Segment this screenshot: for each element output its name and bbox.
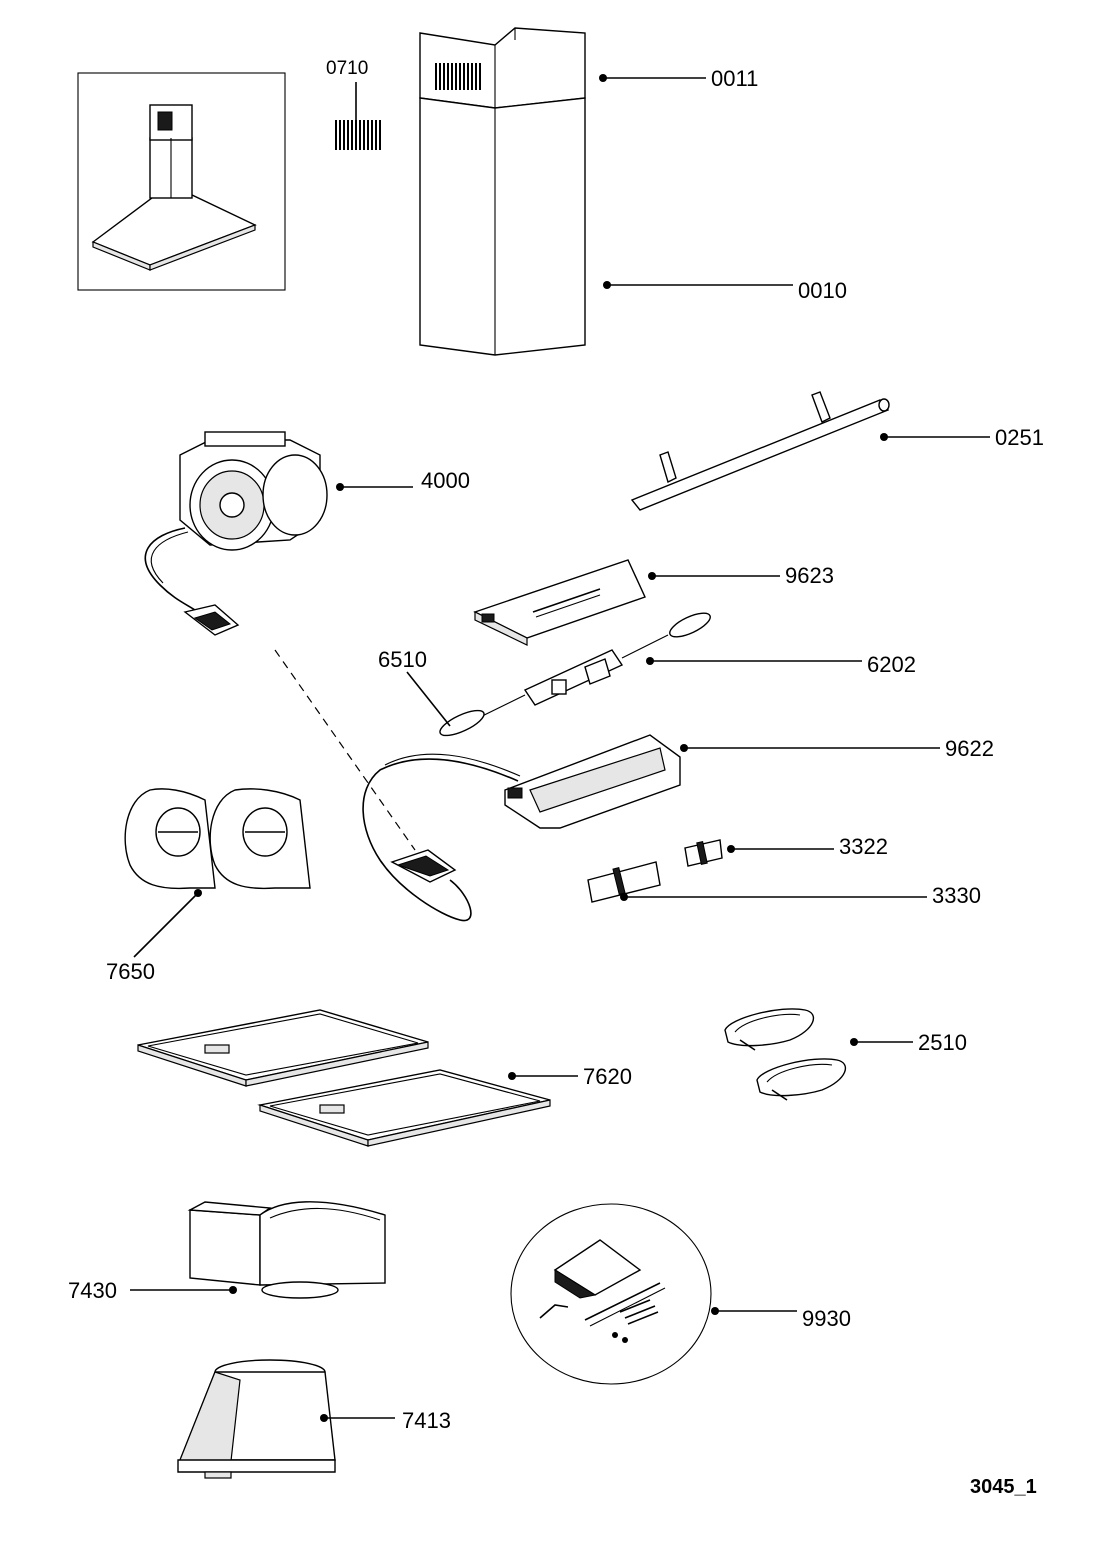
part-6202-lamp-switch-board: 6202 bbox=[469, 612, 916, 723]
label-0010: 0010 bbox=[798, 278, 847, 303]
label-6510: 6510 bbox=[378, 647, 427, 672]
label-4000: 4000 bbox=[421, 468, 470, 493]
label-0710: 0710 bbox=[326, 58, 368, 79]
part-3322-switch-label: 3322 bbox=[684, 834, 888, 867]
part-9622-electronic-housing: 9622 bbox=[362, 734, 994, 922]
part-3330-switch-label: 3330 bbox=[587, 861, 981, 908]
label-0251: 0251 bbox=[995, 425, 1044, 450]
hood-overview-thumbnail bbox=[77, 72, 286, 291]
part-7650-charcoal-filters: 7650 bbox=[106, 788, 311, 984]
part-7413-transition-piece: 7413 bbox=[177, 1359, 451, 1479]
part-4000-motor-blower: 4000 bbox=[144, 431, 470, 851]
part-9623-control-cover: 9623 bbox=[473, 559, 834, 646]
part-0011-upper-chimney: 0011 bbox=[419, 27, 758, 109]
part-6510-halogen-lamp: 6510 bbox=[378, 647, 485, 737]
label-3330: 3330 bbox=[932, 883, 981, 908]
part-7430-duct-adapter: 7430 bbox=[68, 1201, 386, 1303]
part-0010-lower-chimney: 0010 bbox=[419, 97, 847, 356]
label-0011: 0011 bbox=[711, 66, 758, 91]
label-7650: 7650 bbox=[106, 959, 155, 984]
part-2510-lamp-covers: 2510 bbox=[724, 1008, 967, 1101]
drawing-code: 3045_1 bbox=[970, 1476, 1037, 1498]
part-0710-vent-grille: 0710 bbox=[326, 58, 383, 152]
label-2510: 2510 bbox=[918, 1030, 967, 1055]
label-9623: 9623 bbox=[785, 563, 834, 588]
label-6202: 6202 bbox=[867, 652, 916, 677]
label-3322: 3322 bbox=[839, 834, 888, 859]
label-7620: 7620 bbox=[583, 1064, 632, 1089]
label-9622: 9622 bbox=[945, 736, 994, 761]
part-7620-grease-filters: 7620 bbox=[137, 1009, 632, 1147]
label-7413: 7413 bbox=[402, 1408, 451, 1433]
part-9930-mounting-kit: 9930 bbox=[510, 1203, 851, 1385]
label-7430: 7430 bbox=[68, 1278, 117, 1303]
part-0251-handle-bar: 0251 bbox=[630, 391, 1044, 511]
label-9930: 9930 bbox=[802, 1306, 851, 1331]
